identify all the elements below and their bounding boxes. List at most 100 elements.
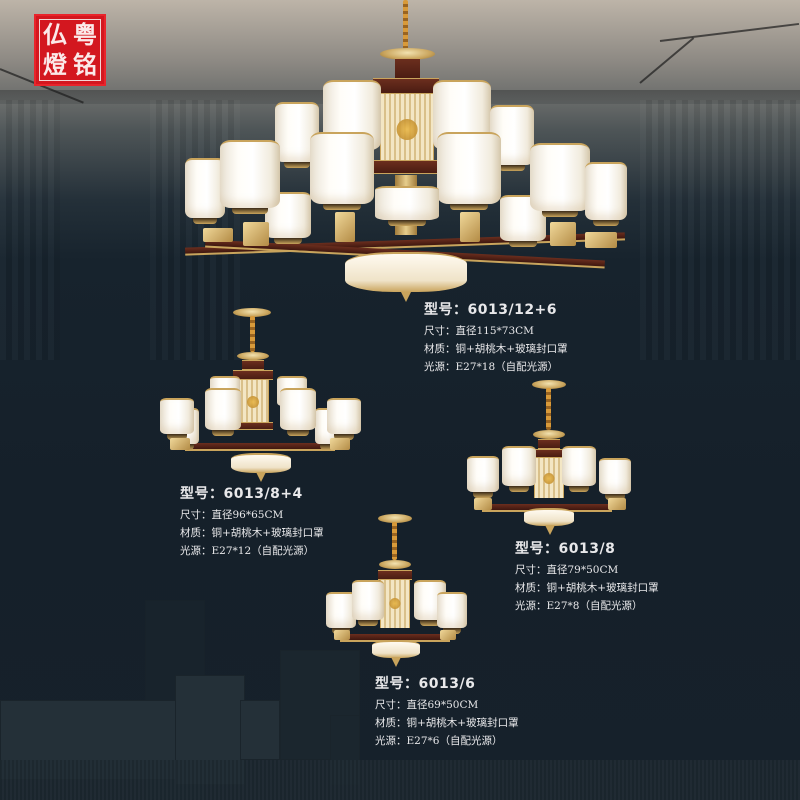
floor-rug <box>0 760 800 800</box>
bottom-bowl <box>345 252 467 292</box>
chandelier-6013-8-image[interactable] <box>462 380 638 535</box>
finial <box>391 657 401 667</box>
shade <box>599 458 631 500</box>
light-value: E27*12（自配光源） <box>211 545 315 557</box>
curtain-right <box>640 100 800 360</box>
bracket <box>608 498 626 510</box>
spec-block-6013-8: 型号：6013/8 尺寸：直径79*50CM 材质：铜+胡桃木+玻璃封口罩 光源… <box>515 538 659 615</box>
bracket <box>460 212 480 242</box>
shade <box>562 446 596 492</box>
model-label: 型号： <box>375 676 419 692</box>
light-value: E27*6（自配光源） <box>406 735 503 747</box>
size-label: 尺寸： <box>515 564 547 576</box>
chandelier-6013-12-6-image[interactable] <box>175 0 635 310</box>
material-line: 材质：铜+胡桃木+玻璃封口罩 <box>180 524 324 542</box>
canopy <box>532 380 566 389</box>
size-line: 尺寸：直径115*73CM <box>424 322 568 340</box>
size-label: 尺寸： <box>180 509 212 521</box>
shade <box>205 388 241 436</box>
light-value: E27*8（自配光源） <box>546 600 643 612</box>
medallion <box>543 473 555 485</box>
medallion <box>396 119 418 140</box>
chain <box>546 388 551 430</box>
canopy-lower <box>237 352 269 360</box>
finial <box>401 292 411 302</box>
light-line: 光源：E27*18（自配光源） <box>424 358 568 376</box>
canopy <box>380 48 435 60</box>
spec-block-6013-12-6: 型号：6013/12+6 尺寸：直径115*73CM 材质：铜+胡桃木+玻璃封口… <box>424 299 568 376</box>
bracket <box>170 438 190 450</box>
bottom-bowl <box>231 453 291 473</box>
wood-collar <box>395 58 420 80</box>
wood-cap <box>530 449 568 458</box>
bracket <box>330 438 350 450</box>
seal-char-4: 铭 <box>73 50 97 79</box>
material-line: 材质：铜+胡桃木+玻璃封口罩 <box>424 340 568 358</box>
size-line: 尺寸：直径69*50CM <box>375 696 519 714</box>
shade <box>502 446 536 492</box>
canopy <box>378 514 412 523</box>
wood-base <box>233 422 273 430</box>
spec-block-6013-8-4: 型号：6013/8+4 尺寸：直径96*65CM 材质：铜+胡桃木+玻璃封口罩 … <box>180 483 324 560</box>
bracket <box>550 222 576 246</box>
model-label: 型号： <box>424 302 468 318</box>
model-number: 6013/6 <box>418 676 476 692</box>
ribbed-core <box>380 580 410 628</box>
ceiling-edge-right-upper <box>659 22 800 42</box>
size-value: 直径69*50CM <box>406 699 479 711</box>
brand-seal-logo: 仏 粤 燈 铭 <box>34 14 106 86</box>
bottom-bowl <box>372 640 420 658</box>
bracket <box>335 212 355 242</box>
shade <box>220 140 280 214</box>
chain <box>392 522 397 560</box>
bracket <box>203 228 233 242</box>
canopy-lower <box>379 560 411 569</box>
bracket <box>585 232 617 248</box>
shade <box>185 158 225 224</box>
wood-collar <box>242 360 264 370</box>
model-line: 型号：6013/6 <box>375 673 519 693</box>
shade <box>585 162 627 226</box>
size-line: 尺寸：直径79*50CM <box>515 561 659 579</box>
size-value: 直径115*73CM <box>455 325 534 337</box>
center-cup <box>375 186 439 226</box>
seal-char-1: 仏 <box>43 20 67 49</box>
material-value: 铜+胡桃木+玻璃封口罩 <box>406 717 519 729</box>
light-line: 光源：E27*12（自配光源） <box>180 542 324 560</box>
bracket <box>243 222 269 246</box>
model-line: 型号：6013/12+6 <box>424 299 568 319</box>
material-label: 材质： <box>375 717 407 729</box>
model-line: 型号：6013/8+4 <box>180 483 324 503</box>
armchair-middle-seat <box>240 700 280 760</box>
size-label: 尺寸： <box>375 699 407 711</box>
light-value: E27*18（自配光源） <box>455 361 559 373</box>
shade <box>160 398 194 440</box>
medallion <box>247 395 259 408</box>
light-line: 光源：E27*8（自配光源） <box>515 597 659 615</box>
model-line: 型号：6013/8 <box>515 538 659 558</box>
ribbed-core <box>237 380 269 422</box>
wood-collar <box>538 439 560 449</box>
bracket <box>334 630 350 640</box>
size-value: 直径96*65CM <box>211 509 284 521</box>
chandelier-6013-6-image[interactable] <box>322 514 468 667</box>
curtain-left <box>0 100 60 360</box>
chandelier-6013-8-4-image[interactable] <box>155 308 365 483</box>
finial <box>545 525 555 535</box>
wood-cap <box>373 78 439 94</box>
shade <box>437 132 501 210</box>
material-line: 材质：铜+胡桃木+玻璃封口罩 <box>515 579 659 597</box>
spec-block-6013-6: 型号：6013/6 尺寸：直径69*50CM 材质：铜+胡桃木+玻璃封口罩 光源… <box>375 673 519 750</box>
seal-char-2: 粤 <box>73 20 97 49</box>
shade <box>530 143 590 217</box>
model-number: 6013/8+4 <box>223 486 303 502</box>
material-label: 材质： <box>515 582 547 594</box>
material-line: 材质：铜+胡桃木+玻璃封口罩 <box>375 714 519 732</box>
model-number: 6013/8 <box>558 541 616 557</box>
size-line: 尺寸：直径96*65CM <box>180 506 324 524</box>
shade <box>352 580 384 626</box>
material-label: 材质： <box>424 343 456 355</box>
medallion <box>389 598 401 610</box>
ribbed-core <box>534 458 564 498</box>
